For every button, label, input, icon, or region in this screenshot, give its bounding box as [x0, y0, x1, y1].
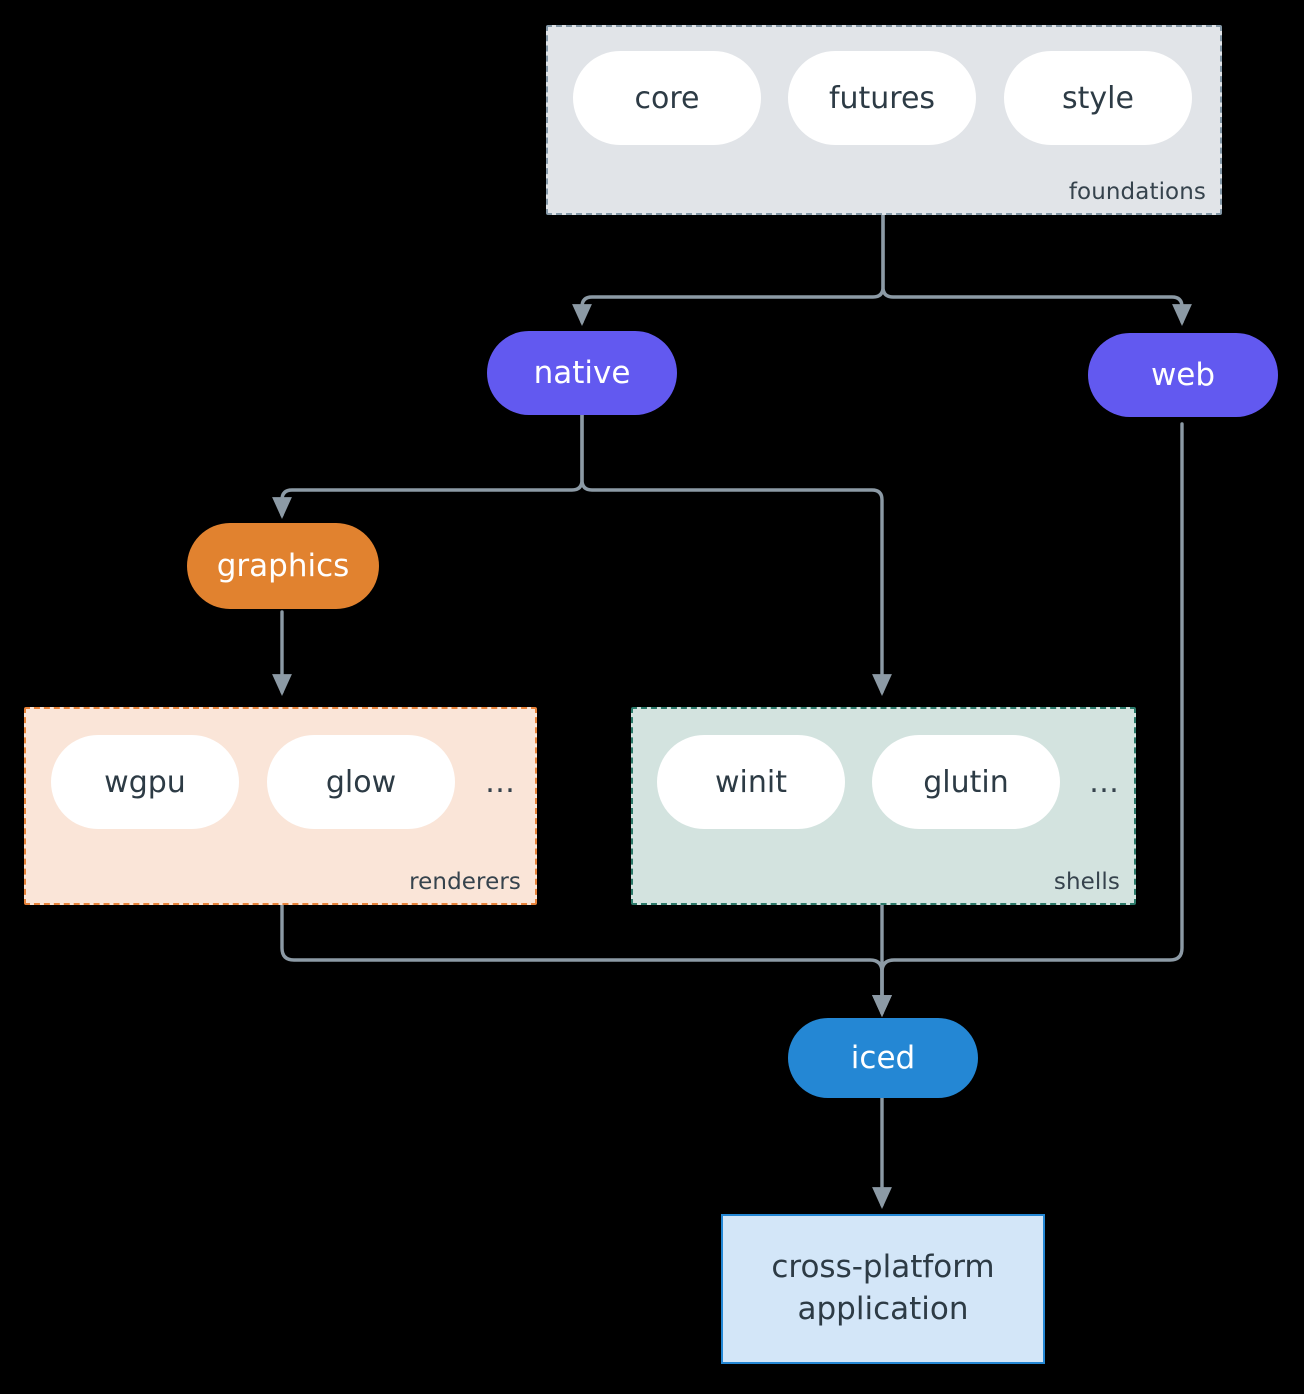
node-native[interactable]: native [487, 331, 677, 415]
edge-renderers-iced [280, 903, 892, 1017]
node-web[interactable]: web [1088, 333, 1278, 417]
node-iced[interactable]: iced [788, 1018, 978, 1098]
node-winit[interactable]: winit [657, 735, 845, 829]
edge-foundations-native [572, 212, 885, 326]
node-iced-label: iced [850, 1040, 916, 1076]
node-application-label-line1: cross-platform [771, 1249, 995, 1286]
node-core[interactable]: core [573, 51, 761, 145]
node-core-label: core [634, 80, 700, 116]
node-futures-label: futures [828, 80, 936, 116]
node-style-label: style [1062, 80, 1134, 116]
node-native-label: native [533, 355, 631, 391]
node-winit-label: winit [715, 764, 787, 800]
node-more-renderers: … [470, 735, 530, 829]
edge-native-graphics [272, 412, 584, 519]
edge-foundations-web [881, 212, 1192, 326]
node-glow-label: glow [325, 764, 397, 800]
node-glutin-label: glutin [923, 764, 1009, 800]
node-style[interactable]: style [1004, 51, 1192, 145]
node-futures[interactable]: futures [788, 51, 976, 145]
node-graphics[interactable]: graphics [187, 523, 379, 609]
node-more-shells: … [1074, 735, 1134, 829]
node-more-shells-label: … [1089, 764, 1119, 800]
node-wgpu[interactable]: wgpu [51, 735, 239, 829]
node-web-label: web [1150, 357, 1216, 393]
cluster-label-foundations: foundations [1068, 179, 1206, 205]
node-more-renderers-label: … [485, 764, 515, 800]
node-application[interactable]: cross-platform application [721, 1214, 1045, 1364]
edge-native-shells [580, 412, 892, 696]
edge-web-iced [872, 422, 1184, 1017]
cluster-label-renderers: renderers [409, 869, 521, 895]
node-application-label-line2: application [797, 1291, 969, 1327]
node-wgpu-label: wgpu [104, 764, 186, 800]
cluster-label-shells: shells [1053, 869, 1120, 895]
node-graphics-label: graphics [216, 548, 350, 584]
node-glow[interactable]: glow [267, 735, 455, 829]
node-glutin[interactable]: glutin [872, 735, 1060, 829]
